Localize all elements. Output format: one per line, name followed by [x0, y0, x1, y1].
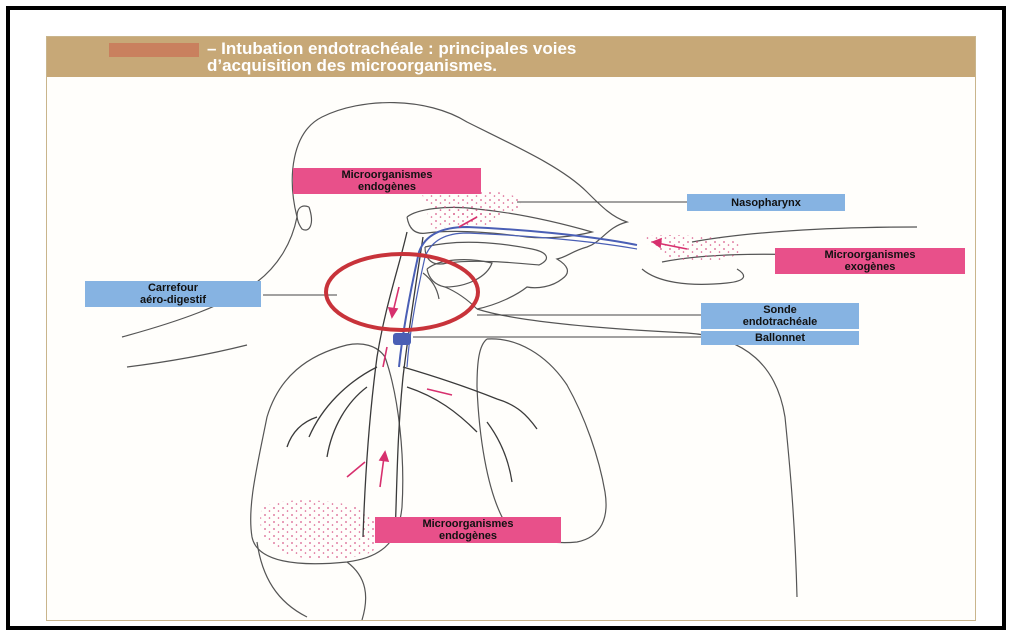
label-microorganisms-endogenous-bottom-line-1: Microorganismes	[375, 518, 561, 530]
label-microorganisms-exogenous: Microorganismes exogènes	[775, 248, 965, 274]
balloon-cuff	[393, 333, 411, 345]
stomach-speckles	[260, 500, 378, 559]
label-crossroads-line-2: aéro-digestif	[85, 294, 261, 306]
endotracheal-tube	[393, 227, 637, 367]
ear-outline	[297, 206, 311, 230]
label-microorganisms-endogenous-top-line-2: endogènes	[293, 181, 481, 193]
label-microorganisms-endogenous-top: Microorganismes endogènes	[293, 168, 481, 194]
label-microorganisms-exogenous-line-1: Microorganismes	[775, 249, 965, 261]
label-microorganisms-endogenous-bottom-line-2: endogènes	[375, 530, 561, 542]
neck-back-outline	[122, 217, 297, 337]
neck-front-outline	[477, 309, 797, 597]
arrow-trachea-up-head	[380, 452, 388, 461]
epiglottis-outline	[423, 273, 439, 299]
label-endotracheal-tube: Sonde endotrachéale	[701, 303, 859, 329]
figure-frame: – Intubation endotrachéale : principales…	[6, 6, 1006, 630]
label-microorganisms-exogenous-line-2: exogènes	[775, 261, 965, 273]
lung-right-outline	[477, 339, 606, 543]
bronchus-left	[287, 367, 377, 457]
arrow-trachea-down-2	[383, 347, 387, 367]
tongue-outline	[427, 260, 492, 287]
shoulder-left-outline	[127, 345, 247, 367]
label-nasopharynx-text: Nasopharynx	[687, 197, 845, 209]
label-endotracheal-tube-line-1: Sonde	[701, 304, 859, 316]
arrow-stomach-up	[347, 462, 365, 477]
bronchus-right	[403, 367, 537, 482]
label-microorganisms-endogenous-bottom: Microorganismes endogènes	[375, 517, 561, 543]
tube-line-2	[407, 233, 637, 367]
label-microorganisms-endogenous-top-line-1: Microorganismes	[293, 169, 481, 181]
arrow-trachea-up	[380, 457, 384, 487]
label-crossroads: Carrefour aéro-digestif	[85, 281, 261, 307]
label-balloon-cuff-text: Ballonnet	[701, 332, 859, 344]
label-crossroads-line-1: Carrefour	[85, 282, 261, 294]
trachea-left-wall	[363, 232, 407, 537]
tube-line-1	[399, 227, 637, 367]
label-endotracheal-tube-line-2: endotrachéale	[701, 316, 859, 328]
arrow-right-bronchus	[427, 389, 452, 395]
exogenous-speckles	[642, 235, 741, 261]
arrow-trachea-down-1-head	[389, 308, 397, 317]
figure-panel: – Intubation endotrachéale : principales…	[46, 36, 976, 621]
airway	[287, 232, 537, 537]
label-nasopharynx: Nasopharynx	[687, 194, 845, 211]
label-balloon-cuff: Ballonnet	[701, 331, 859, 345]
